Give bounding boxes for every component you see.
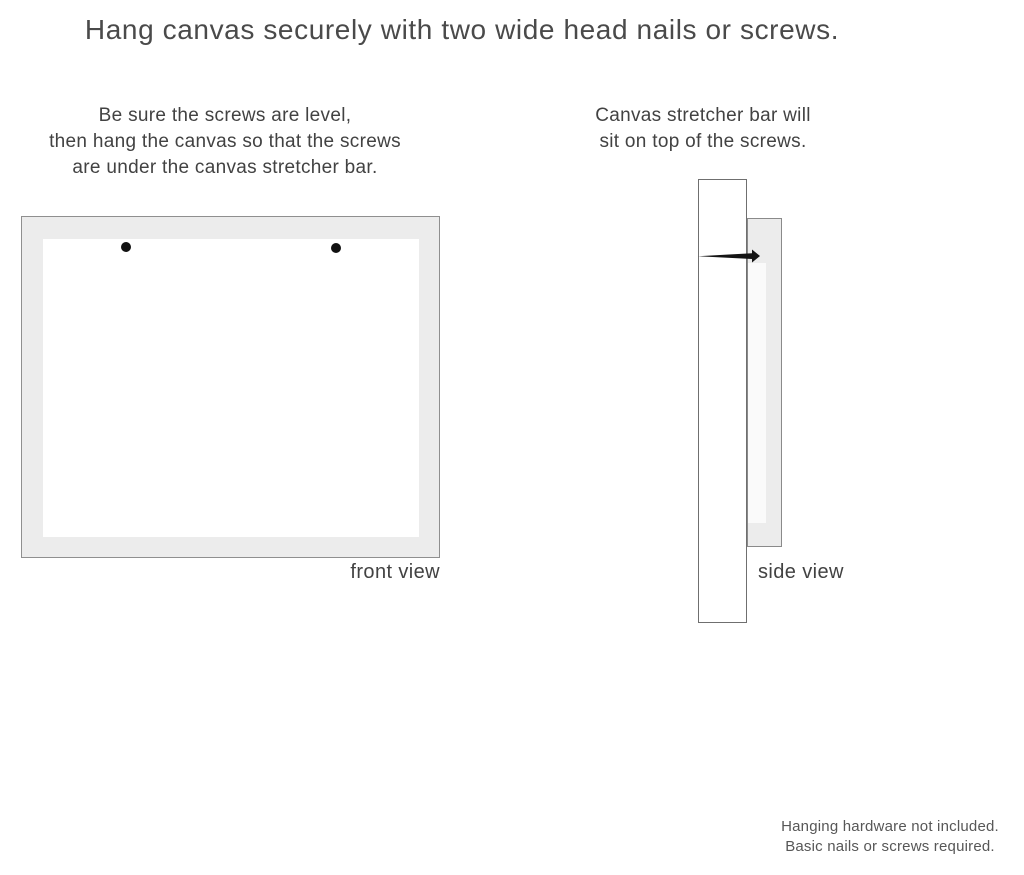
front-view-canvas-frame xyxy=(21,216,440,558)
instruction-line: then hang the canvas so that the screws xyxy=(49,131,401,152)
instruction-line: sit on top of the screws. xyxy=(599,131,807,152)
disclaimer-line: Hanging hardware not included. xyxy=(781,818,999,835)
disclaimer-line: Basic nails or screws required. xyxy=(785,838,995,855)
hardware-disclaimer: Hanging hardware not included. Basic nai… xyxy=(740,817,1024,857)
side-view-instruction: Canvas stretcher bar will sit on top of … xyxy=(553,103,853,155)
nail-icon xyxy=(698,249,760,263)
side-view-stretcher-bar xyxy=(698,179,747,623)
instruction-line: are under the canvas stretcher bar. xyxy=(72,157,378,178)
instruction-line: Be sure the screws are level, xyxy=(98,105,352,126)
screw-right-dot-icon xyxy=(331,243,341,253)
page-title: Hang canvas securely with two wide head … xyxy=(84,14,840,45)
instruction-line: Canvas stretcher bar will xyxy=(595,105,811,126)
side-view-canvas-inner xyxy=(748,263,766,523)
screw-left-dot-icon xyxy=(121,242,131,252)
front-view-instruction: Be sure the screws are level, then hang … xyxy=(0,103,450,181)
side-view-canvas xyxy=(747,218,782,547)
front-view-canvas-inner xyxy=(43,239,419,537)
side-view-label: side view xyxy=(758,561,844,583)
front-view-label: front view xyxy=(350,561,440,583)
